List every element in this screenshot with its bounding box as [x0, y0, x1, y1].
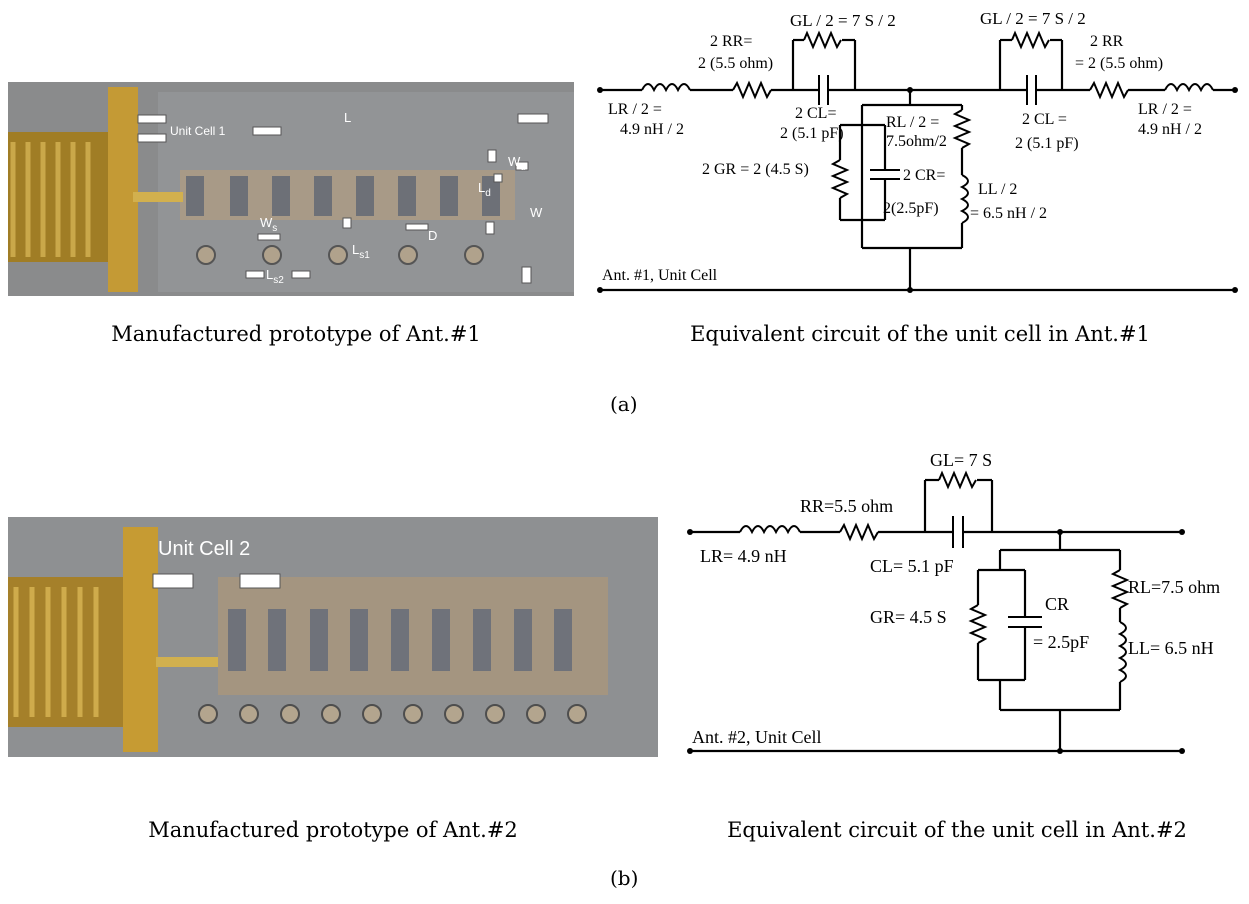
resistor-gl-right — [1011, 30, 1050, 50]
resistor-gl — [938, 470, 977, 490]
label-gr: 2 GR = 2 (4.5 S) — [702, 161, 809, 178]
resistor-rr-left — [732, 80, 772, 100]
label-Ld: Ld — [478, 180, 491, 199]
label-unit-cell-1: Unit Cell 1 — [170, 124, 226, 138]
label-lr-left-2: 4.9 nH / 2 — [620, 121, 684, 138]
label-ll-2: = 6.5 nH / 2 — [970, 205, 1047, 222]
inductor-ll — [1117, 621, 1127, 683]
label-lr-right-2: 4.9 nH / 2 — [1138, 121, 1202, 138]
label-net-ant2: Ant. #2, Unit Cell — [692, 727, 822, 747]
prototype-photo-ant1: Unit Cell 1 L W Wd Ld Ws Ls1 Ls2 D — [8, 82, 574, 296]
label-unit-cell-2: Unit Cell 2 — [158, 538, 250, 560]
inductor-lr-right — [1164, 83, 1214, 93]
resistor-gr — [968, 604, 988, 644]
label-cr-2: 2(2.5pF) — [883, 200, 939, 217]
label-rl-1: RL / 2 = — [886, 114, 939, 131]
label-L: L — [344, 110, 351, 125]
label-Ls1: Ls1 — [352, 242, 370, 261]
inductor-ll — [959, 174, 969, 224]
label-cl: CL= 5.1 pF — [870, 556, 954, 576]
inductor-lr — [739, 525, 801, 535]
label-cr-1: 2 CR= — [903, 167, 945, 184]
label-Wd: Wd — [508, 154, 526, 173]
resistor-rl — [1110, 569, 1130, 609]
label-gl-left: GL / 2 = 7 S / 2 — [790, 11, 896, 30]
label-ll-1: LL / 2 — [978, 181, 1017, 198]
label-rl: RL=7.5 ohm — [1128, 577, 1220, 597]
caption-circuit-ant2: Equivalent circuit of the unit cell in A… — [727, 818, 1187, 842]
label-rl-2: 7.5ohm/2 — [886, 133, 947, 150]
label-cl-left-1: 2 CL= — [795, 105, 836, 122]
label-lr: LR= 4.9 nH — [700, 546, 787, 566]
label-gr: GR= 4.5 S — [870, 607, 947, 627]
label-cl-left-2: 2 (5.1 pF) — [780, 125, 844, 142]
label-Ls2: Ls2 — [266, 267, 284, 286]
caption-prototype-ant1: Manufactured prototype of Ant.#1 — [111, 322, 481, 346]
label-W: W — [530, 205, 543, 220]
circuit-ant1: GL / 2 = 7 S / 2 GL / 2 = 7 S / 2 2 RR = … — [597, 9, 1238, 293]
caption-circuit-ant1: Equivalent circuit of the unit cell in A… — [690, 322, 1150, 346]
panel-label-a: (a) — [610, 392, 638, 416]
caption-prototype-ant2: Manufactured prototype of Ant.#2 — [148, 818, 518, 842]
label-cr-1: CR — [1045, 594, 1069, 614]
label-Ws: Ws — [260, 215, 277, 234]
resistor-rr-right — [1089, 80, 1129, 100]
label-cl-right-1: 2 CL = — [1022, 111, 1067, 128]
prototype-photo-ant2: Unit Cell 2 — [8, 517, 658, 757]
label-net-ant1: Ant. #1, Unit Cell — [602, 267, 718, 284]
label-rr: RR=5.5 ohm — [800, 496, 893, 516]
label-cr-2: = 2.5pF — [1033, 632, 1089, 652]
resistor-gl-left — [803, 30, 842, 50]
label-lr-right-1: LR / 2 = — [1138, 101, 1192, 118]
label-rr-left-1: 2 RR= — [710, 33, 752, 50]
label-D: D — [428, 228, 437, 243]
resistor-rr — [839, 522, 879, 542]
circuit-ant2: GL= 7 S RR=5.5 ohm LR= 4.9 nH CL= 5.1 pF… — [687, 450, 1220, 754]
label-rr-left-2: 2 (5.5 ohm) — [698, 55, 773, 72]
resistor-gr — [830, 159, 850, 199]
label-lr-left-1: LR / 2 = — [608, 101, 662, 118]
panel-label-b: (b) — [610, 866, 639, 890]
label-ll: LL= 6.5 nH — [1128, 638, 1214, 658]
resistor-rl — [952, 109, 972, 149]
label-rr-right-1: 2 RR — [1090, 33, 1124, 50]
label-rr-right-2: = 2 (5.5 ohm) — [1075, 55, 1163, 72]
label-gl-right: GL / 2 = 7 S / 2 — [980, 9, 1086, 28]
inductor-lr-left — [641, 83, 691, 93]
label-cl-right-2: 2 (5.1 pF) — [1015, 135, 1079, 152]
label-gl: GL= 7 S — [930, 450, 992, 470]
